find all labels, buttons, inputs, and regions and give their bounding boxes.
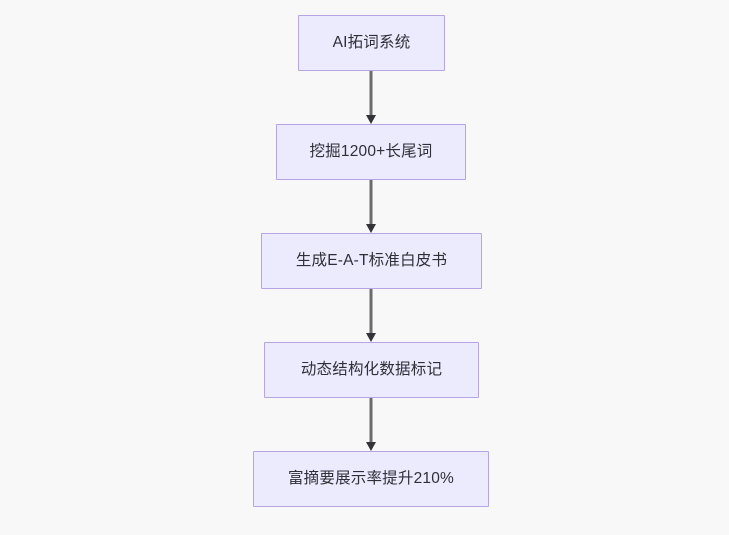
edge-n2-n3 bbox=[369, 180, 373, 224]
flow-node-label: AI拓词系统 bbox=[332, 33, 411, 51]
flow-node-ai-keyword-system[interactable]: AI拓词系统 bbox=[298, 15, 445, 71]
flow-node-label: 生成E-A-T标准白皮书 bbox=[295, 251, 448, 269]
arrowhead-n1-n2 bbox=[366, 115, 376, 124]
flow-node-generate-eat-whitepaper[interactable]: 生成E-A-T标准白皮书 bbox=[261, 233, 482, 289]
flow-node-label: 动态结构化数据标记 bbox=[300, 360, 443, 378]
arrowhead-n4-n5 bbox=[366, 442, 376, 451]
edge-n3-n4 bbox=[369, 289, 373, 333]
edge-n4-n5 bbox=[369, 398, 373, 442]
flow-node-label: 挖掘1200+长尾词 bbox=[309, 142, 433, 160]
flow-node-dynamic-structured-data-markup[interactable]: 动态结构化数据标记 bbox=[264, 342, 479, 398]
flow-node-rich-snippet-impression-lift[interactable]: 富摘要展示率提升210% bbox=[253, 451, 489, 507]
arrowhead-n2-n3 bbox=[366, 224, 376, 233]
arrowhead-n3-n4 bbox=[366, 333, 376, 342]
edge-n1-n2 bbox=[369, 71, 373, 115]
flow-node-mine-longtail-keywords[interactable]: 挖掘1200+长尾词 bbox=[276, 124, 466, 180]
flow-node-label: 富摘要展示率提升210% bbox=[287, 469, 455, 487]
